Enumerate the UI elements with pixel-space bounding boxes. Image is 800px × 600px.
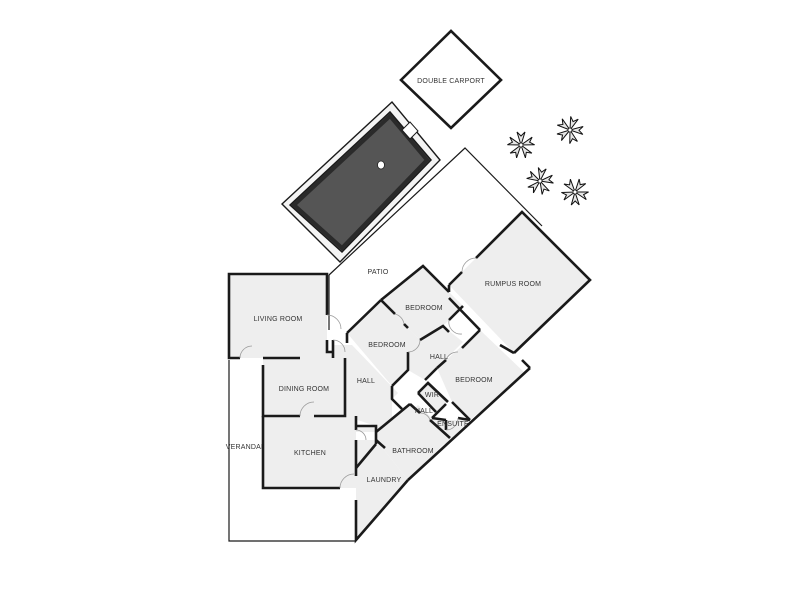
bathroom-label: BATHROOM	[392, 448, 434, 455]
room-labels: LIVING ROOM BEDROOM RUMPUS ROOM BEDROOM …	[254, 281, 541, 484]
double-carport-label: DOUBLE CARPORT	[417, 78, 485, 85]
hall-upper-label: HALL	[430, 354, 448, 361]
plant-icon	[561, 178, 589, 206]
hall-lower-label: HALL	[415, 408, 433, 415]
plant-icon	[556, 116, 584, 144]
bedroom-mid-label: BEDROOM	[368, 342, 406, 349]
plant-icon	[507, 131, 535, 159]
verandah-label: VERANDAH	[226, 444, 267, 451]
wir-label: WIR	[425, 392, 439, 399]
bedroom-top-label: BEDROOM	[405, 305, 443, 312]
rumpus-room-label: RUMPUS ROOM	[485, 281, 541, 288]
patio-label: PATIO	[368, 269, 389, 276]
plants	[507, 116, 589, 206]
double-carport: DOUBLE CARPORT	[399, 29, 503, 130]
door-swings	[239, 257, 477, 489]
dining-room-label: DINING ROOM	[279, 386, 329, 393]
pool-light-icon	[377, 160, 385, 170]
swimming-pool	[280, 100, 441, 263]
walls	[227, 210, 592, 544]
bedroom-right-label: BEDROOM	[455, 377, 493, 384]
patio: PATIO	[328, 147, 543, 330]
hall-left-label: HALL	[357, 378, 375, 385]
ensuite-label: ENSUITE	[437, 421, 469, 428]
living-room-label: LIVING ROOM	[254, 316, 303, 323]
room-fills	[229, 212, 590, 540]
laundry-label: LAUNDRY	[367, 477, 402, 484]
verandah: VERANDAH	[226, 360, 356, 542]
kitchen-label: KITCHEN	[294, 450, 326, 457]
plant-icon	[526, 167, 554, 195]
